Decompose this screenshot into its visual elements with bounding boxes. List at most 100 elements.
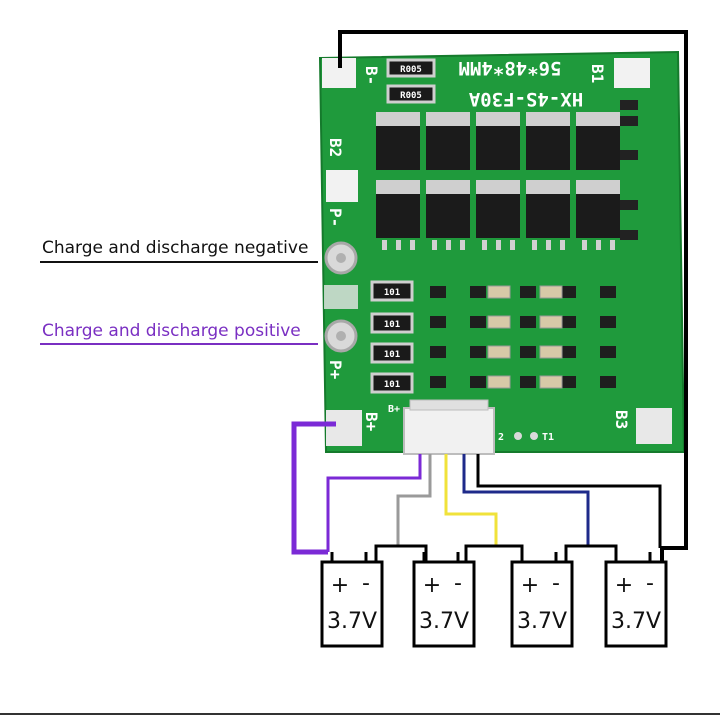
battery-cell: +-3.7V — [320, 552, 384, 648]
smd-chip — [470, 316, 486, 328]
smd-chip — [470, 346, 486, 358]
negative-annotation: Charge and discharge negative — [40, 238, 318, 263]
battery-cell: +- 3.7V — [604, 552, 668, 648]
smd-part — [539, 285, 563, 299]
mosfet — [576, 112, 620, 170]
b-plus-wire — [291, 421, 336, 555]
series-link-3-4 — [564, 544, 618, 562]
smd-resistor-1: 101 — [370, 280, 414, 302]
balance-connector: B+ 2 — [388, 399, 504, 455]
mosfet — [476, 180, 520, 250]
battery-minus-sign: - — [552, 571, 560, 596]
b3-label: B3 — [612, 410, 631, 429]
smd-chip — [430, 346, 446, 358]
mosfet-array — [376, 112, 620, 250]
battery-plus-sign: + — [423, 573, 441, 598]
b3-pad — [636, 408, 672, 444]
svg-text:R005: R005 — [400, 65, 422, 75]
mosfet — [426, 180, 470, 250]
svg-text:101: 101 — [384, 350, 400, 360]
b-plus-pad — [326, 410, 362, 446]
board-size-text: 56*48*4MM — [459, 57, 562, 79]
battery-minus-sign: - — [454, 571, 462, 596]
mosfet — [526, 112, 570, 170]
svg-text:2: 2 — [498, 432, 504, 443]
smd-chip — [520, 286, 536, 298]
battery-voltage: 3.7V — [611, 609, 661, 634]
negative-label: Charge and discharge negative — [42, 238, 308, 258]
smd-resistor-3: 101 — [370, 342, 414, 364]
board-model-text: HX-4S-F30A — [468, 88, 583, 110]
balance-wire-yellow — [444, 454, 498, 546]
smd-resistor-4: 101 — [370, 372, 414, 394]
smd-chip — [470, 286, 486, 298]
smd-chip — [430, 316, 446, 328]
b1-pad — [614, 58, 650, 88]
mosfet — [476, 112, 520, 170]
b-plus-label: B+ — [362, 412, 381, 432]
series-link-1-2 — [374, 544, 428, 562]
svg-text:101: 101 — [384, 380, 400, 390]
mosfet — [376, 112, 420, 170]
battery-cell: +- 3.7V — [412, 552, 476, 648]
smd-chip — [560, 286, 576, 298]
shunt-resistor-top: R005 — [386, 58, 436, 78]
mosfet — [526, 180, 570, 250]
balance-wire-purple — [326, 454, 422, 552]
smd-chip — [520, 376, 536, 388]
smd-part — [487, 375, 511, 389]
smd-chip — [430, 376, 446, 388]
smd-chip — [600, 346, 616, 358]
b-minus-wire — [338, 30, 688, 562]
p-plus-label: P+ — [326, 360, 345, 380]
pcb-board: R005 R005 HX-4S-F30A 56*48*4MM B- B1 B2 … — [318, 50, 686, 455]
smd-part — [487, 345, 511, 359]
smd-chip — [600, 316, 616, 328]
smd-chip — [520, 316, 536, 328]
thermistor-label: T1 — [542, 432, 554, 443]
shunt-resistor-bottom: R005 — [386, 84, 436, 104]
svg-text:B+: B+ — [388, 404, 400, 415]
mosfet — [576, 180, 620, 250]
smd-part — [539, 345, 563, 359]
b1-label: B1 — [588, 64, 607, 83]
battery-plus-sign: + — [615, 573, 633, 598]
protection-ic-grid — [430, 285, 616, 389]
battery-plus-sign: + — [331, 573, 349, 598]
smd-part — [539, 315, 563, 329]
svg-text:101: 101 — [384, 288, 400, 298]
svg-text:101: 101 — [384, 320, 400, 330]
battery-voltage: 3.7V — [419, 609, 469, 634]
smd-chip — [600, 376, 616, 388]
smd-chip — [560, 316, 576, 328]
battery-minus-sign: - — [646, 571, 654, 596]
b2-pad — [326, 170, 358, 202]
positive-label: Charge and discharge positive — [42, 321, 301, 341]
p-minus-label: P- — [326, 208, 345, 227]
series-link-2-3 — [464, 544, 524, 562]
balance-wire-gray — [396, 454, 432, 546]
b2-label: B2 — [326, 138, 345, 157]
mosfet — [376, 180, 420, 250]
battery-pack: +-3.7V+-3.7V+-3.7V+-3.7V — [320, 552, 668, 648]
balance-wire-black — [476, 454, 662, 548]
svg-text:R005: R005 — [400, 91, 422, 101]
smd-part — [539, 375, 563, 389]
smd-chip — [430, 286, 446, 298]
mosfet — [426, 112, 470, 170]
smd-chip — [520, 346, 536, 358]
smd-chip — [560, 376, 576, 388]
battery-voltage: 3.7V — [517, 609, 567, 634]
wiring — [291, 30, 688, 562]
balance-wire-blue — [462, 454, 590, 546]
smd-part — [487, 285, 511, 299]
smd-part — [487, 315, 511, 329]
positive-annotation: Charge and discharge positive — [40, 321, 318, 345]
b-minus-label: B- — [362, 66, 381, 85]
battery-minus-sign: - — [362, 571, 370, 596]
smd-chip — [470, 376, 486, 388]
smd-chip — [560, 346, 576, 358]
smd-chip — [600, 286, 616, 298]
